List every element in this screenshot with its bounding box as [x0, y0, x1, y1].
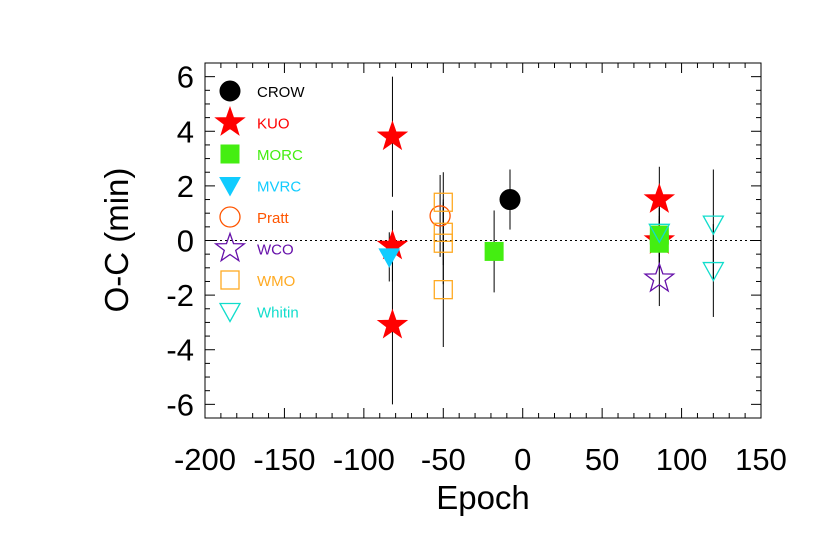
x-tick-label: 50: [585, 442, 619, 477]
y-tick-label: 4: [177, 114, 194, 149]
data-point-kuo: [376, 120, 409, 151]
legend-marker-kuo: [214, 105, 246, 136]
data-point-kuo: [376, 308, 409, 339]
data-point-crow: [499, 189, 521, 211]
legend-label-wmo: WMO: [257, 273, 295, 290]
y-tick-label: 6: [177, 60, 194, 95]
legend-marker-whitin: [218, 302, 242, 323]
data-points: [376, 76, 725, 405]
data-point-wco: [643, 261, 676, 293]
data-point-wmo: [433, 192, 453, 212]
legend-label-whitin: Whitin: [257, 305, 299, 322]
y-tick-label: 2: [177, 169, 194, 204]
y-tick-label: -6: [166, 387, 194, 422]
x-tick-label: -150: [253, 442, 315, 477]
data-point-pratt: [429, 205, 451, 227]
legend-marker-crow: [219, 80, 241, 102]
legend-label-wco: WCO: [257, 242, 294, 259]
x-tick-label: -200: [174, 442, 236, 477]
x-tick-label: 0: [514, 442, 531, 477]
legend-marker-morc: [220, 144, 240, 164]
y-tick-label: -2: [166, 278, 194, 313]
legend-label-mvrc: MVRC: [257, 179, 301, 196]
x-tick-label: -100: [333, 442, 395, 477]
data-point-morc: [484, 241, 504, 261]
legend-marker-wco: [213, 231, 247, 263]
data-point-wmo: [433, 280, 453, 300]
y-tick-label: 0: [177, 224, 194, 259]
data-point-whitin: [648, 223, 671, 244]
data-point-wmo: [433, 233, 453, 253]
x-tick-label: 100: [656, 442, 708, 477]
data-point-whitin: [702, 261, 725, 282]
legend-marker-pratt: [219, 206, 241, 228]
data-point-mvrc: [378, 248, 401, 268]
x-axis-title: Epoch: [436, 479, 530, 516]
axis-ticks: [204, 63, 762, 418]
x-tick-label: -50: [421, 442, 466, 477]
data-point-whitin: [702, 215, 725, 236]
data-point-kuo: [643, 183, 676, 213]
legend-label-morc: MORC: [257, 147, 303, 164]
legend-marker-mvrc: [219, 177, 241, 197]
y-tick-label: -4: [166, 333, 194, 368]
y-axis-title: O-C (min): [98, 168, 135, 313]
x-tick-label: 150: [735, 442, 787, 477]
legend-label-kuo: KUO: [257, 116, 290, 133]
axis-tick-labels: -200 -150 -100 -50 0 50 100 150 -6 -4 -2 0 2 4 6: [166, 60, 786, 477]
legend-label-pratt: Pratt: [257, 210, 290, 227]
data-point-wmo: [433, 222, 453, 242]
legend-marker-wmo: [220, 270, 240, 290]
legend-label-crow: CROW: [257, 84, 305, 101]
